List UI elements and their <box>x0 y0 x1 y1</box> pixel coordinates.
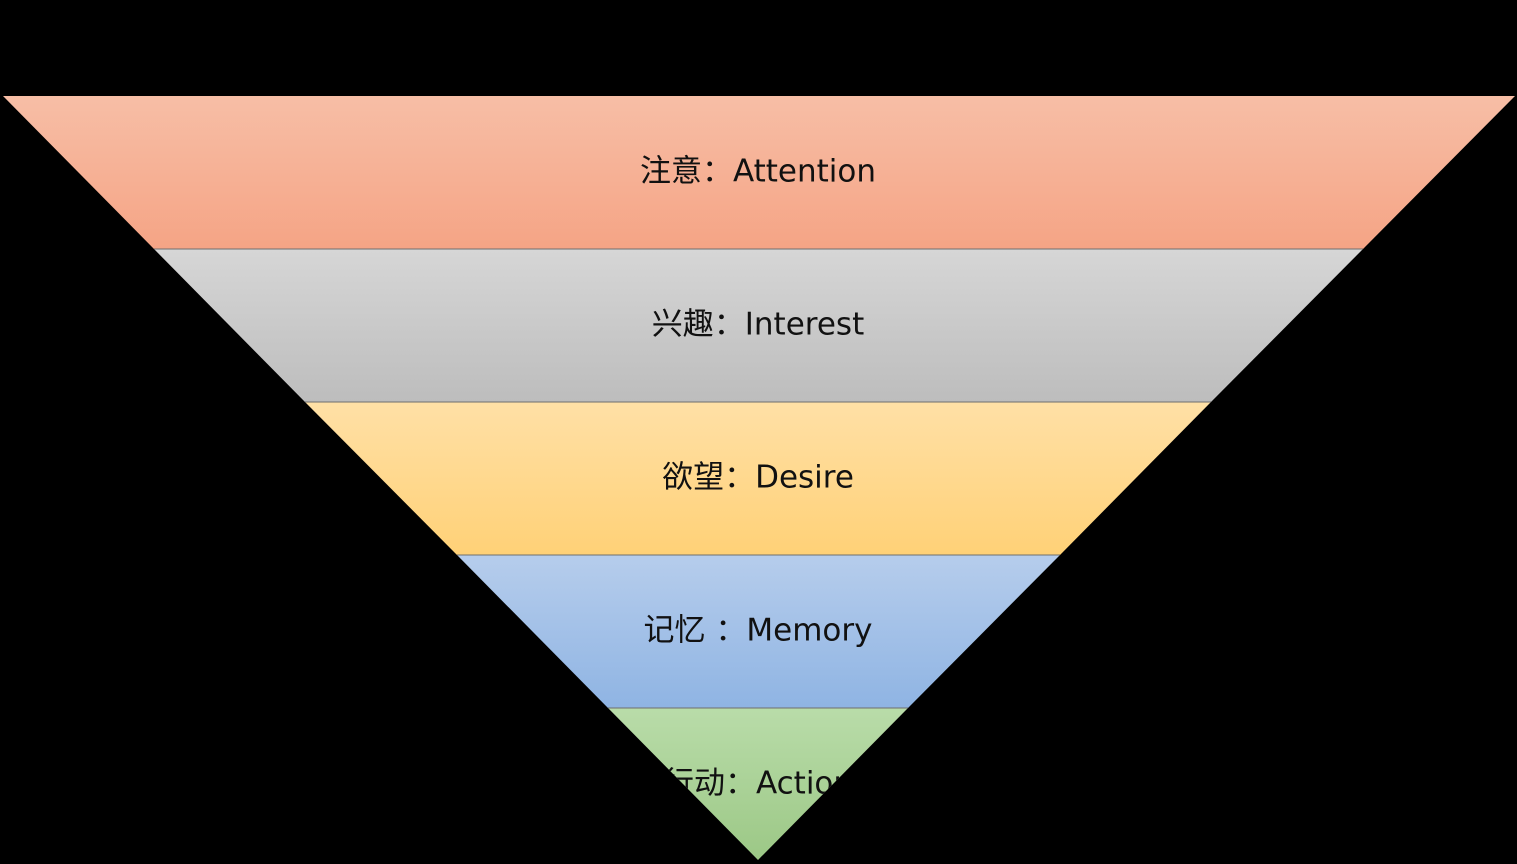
funnel-layer-desire-shape <box>305 402 1211 555</box>
funnel-layer-desire-label: 欲望：Desire <box>662 460 854 496</box>
funnel-layer-action: 行动：Action <box>608 708 908 860</box>
funnel-layer-memory: 记忆 ：Memory <box>457 555 1060 708</box>
funnel-layer-interest-label: 兴趣：Interest <box>652 307 864 343</box>
funnel-layer-interest-shape <box>154 249 1363 402</box>
layer-dividers <box>154 248 1363 709</box>
funnel-layer-attention-shape <box>3 96 1515 249</box>
funnel-layer-interest: 兴趣：Interest <box>154 249 1363 402</box>
funnel-layer-attention-label: 注意：Attention <box>640 154 876 190</box>
funnel-layer-action-label: 行动：Action <box>663 766 853 802</box>
funnel-layer-memory-label: 记忆 ：Memory <box>644 613 873 649</box>
funnel-layer-memory-shape <box>457 555 1060 708</box>
funnel-layer-desire: 欲望：Desire <box>305 402 1211 555</box>
funnel-layer-action-shape <box>608 708 908 860</box>
funnel-layer-attention: 注意：Attention <box>3 96 1515 249</box>
